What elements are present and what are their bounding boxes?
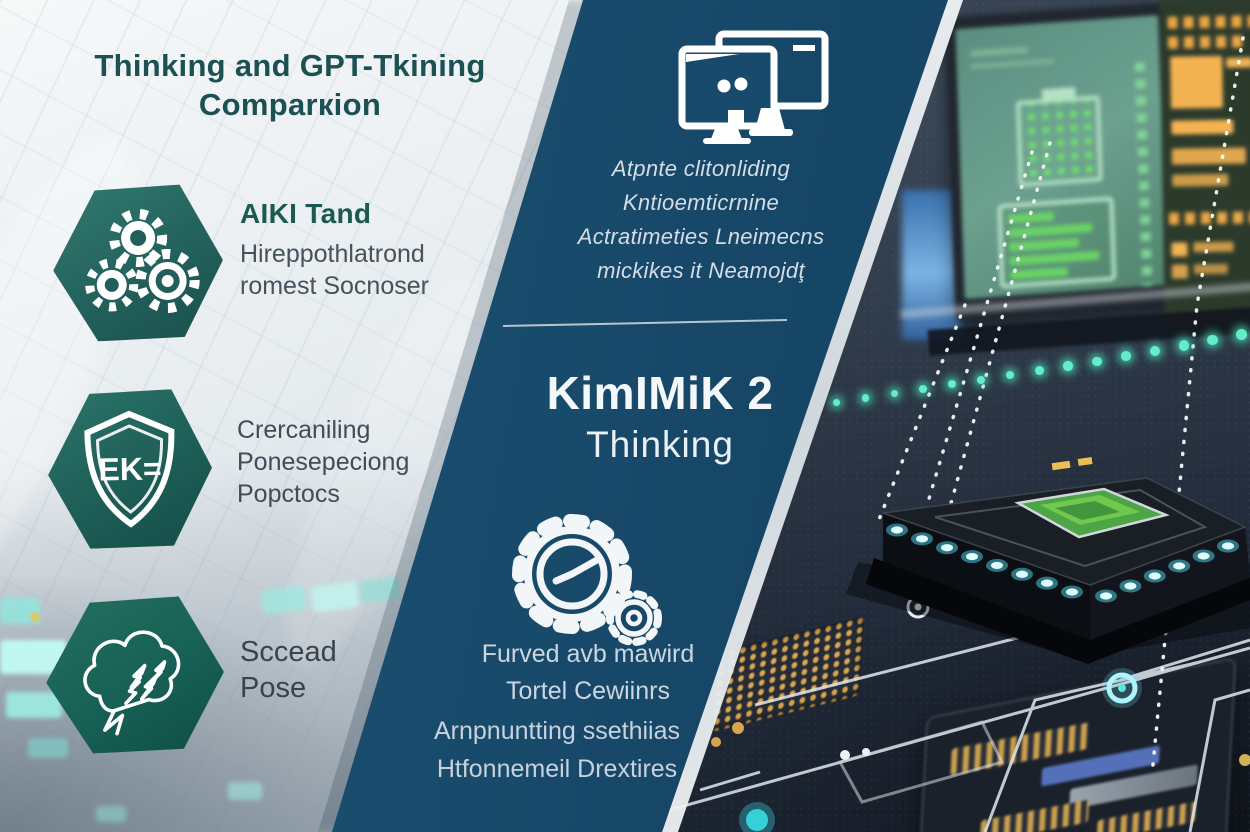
shield-label: EK=: [98, 450, 162, 487]
chip-led: [991, 561, 1003, 570]
desk-glow-dot: [1121, 351, 1131, 361]
intro-line: Actratimeties Lneimecns: [577, 224, 825, 249]
chip-led: [1100, 592, 1112, 600]
desk-glow-dot: [1092, 356, 1102, 367]
storm-cloud-icon: [67, 613, 203, 738]
chip-led: [1173, 562, 1186, 570]
desk-glow-dot: [861, 394, 870, 402]
band-intro-text: Atpnte clitonliding Kntioemticrnine Actr…: [545, 152, 857, 288]
intro-line: mickikes it Neamojdţ: [597, 258, 805, 283]
divider-line: [503, 319, 787, 327]
desk-glow-dot: [977, 375, 986, 384]
page-title-line2: Comparкion: [198, 87, 382, 122]
band-outro-b: Arnpnuntting ssethiias Htfonnemeil Drext…: [397, 712, 717, 788]
hexagon-badge-cloud: [43, 595, 226, 755]
gear-clock-icon: [512, 514, 662, 646]
chip-led: [966, 552, 978, 561]
desk-glow-dot: [890, 389, 899, 398]
chip-leds: [886, 523, 1239, 603]
chip-led: [1041, 579, 1053, 587]
chip-led: [891, 526, 903, 534]
desk-glow-dot: [919, 384, 928, 393]
band-title-line2: Thinking: [586, 424, 734, 465]
chip-led: [1197, 552, 1210, 560]
item-heading: AIKI Tand: [240, 198, 372, 229]
page-title-line1: Thinking and GPT-Tkining: [94, 48, 486, 83]
chip-led: [941, 544, 953, 552]
cyan-glow: [96, 806, 126, 822]
chip-led: [1222, 542, 1234, 550]
item-description: Crercaniling Ponesepeciong Popctocs: [237, 414, 409, 510]
item-line: Ponesepeciong: [237, 448, 410, 476]
three-gears-icon: [73, 200, 203, 326]
cyan-glow: [6, 692, 62, 718]
desk-glow-dot: [1005, 370, 1015, 380]
desk-glow-dot: [948, 380, 957, 389]
item-line: Sccead: [240, 636, 337, 668]
desk-glow-dot: [1063, 361, 1073, 371]
item-line: Crercaniling: [237, 416, 371, 444]
item-line: Hireppothlatrond: [240, 240, 425, 268]
chip-led: [1148, 572, 1161, 580]
desk-glow-dot: [1236, 329, 1248, 341]
cyan-glow: [28, 738, 68, 758]
outro-line: Tortel Cewiinrs: [506, 677, 670, 705]
dashed-callout-lines: [876, 36, 1245, 777]
chip-led: [1124, 582, 1137, 590]
gold-dot: [30, 612, 40, 622]
page-title: Thinking and GPT-Tkining Comparкion: [55, 46, 525, 124]
intro-line: Atpnte clitonliding: [611, 156, 791, 181]
shield-icon: EK=: [69, 405, 191, 533]
band-title: KimIMiK 2 Thinking: [510, 366, 810, 466]
processor-chip: [846, 457, 1250, 664]
item-line: Pose: [240, 672, 307, 704]
trace-nodes: [711, 595, 1250, 832]
chip-led: [916, 535, 928, 543]
band-outro-a: Furved avb mawird Tortel Cewiinrs: [438, 636, 738, 710]
intro-line: Kntioemticrnine: [622, 190, 780, 215]
desk-glow-dot: [1149, 345, 1160, 356]
desk-glow-dot: [1034, 366, 1044, 376]
item-line: Popctocs: [237, 480, 340, 508]
desk-glow-dot: [833, 399, 840, 406]
cyan-glow: [228, 782, 262, 800]
item-description: Sccead Pose: [240, 634, 337, 706]
outro-line: Furved avb mawird: [481, 640, 695, 668]
item-line: romest Socnoser: [240, 272, 429, 300]
desk-glow-dot: [1178, 340, 1189, 351]
chip-led: [1016, 570, 1028, 578]
band-title-line1: KimIMiK 2: [546, 367, 774, 419]
item-description: Hireppothlatrond romest Socnoser: [240, 238, 429, 302]
hexagon-badge-shield: EK=: [47, 389, 214, 550]
chip-led: [1066, 588, 1078, 596]
desk-glow-dot: [1207, 334, 1219, 346]
dual-monitors-icon: [678, 30, 829, 144]
outro-line: Htfonnemeil Drextires: [436, 755, 678, 783]
outro-line: Arnpnuntting ssethiias: [434, 717, 680, 745]
hexagon-badge-gears: [50, 183, 225, 343]
